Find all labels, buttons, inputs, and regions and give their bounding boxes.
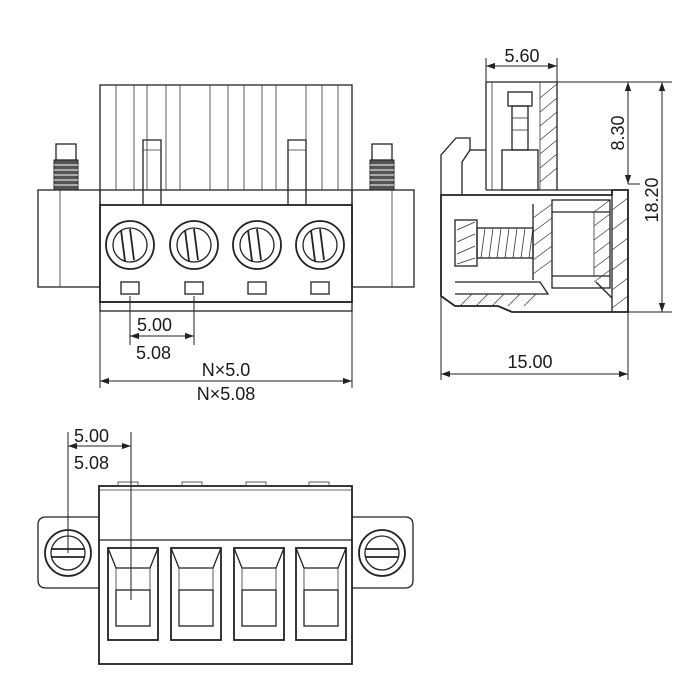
side-total-height-dim: 18.20 [642, 177, 662, 222]
bottom-view: 5.00 5.08 [37, 426, 414, 665]
bottom-pitch-dim-a: 5.00 [74, 426, 109, 446]
front-pitch-dim-b: 5.08 [136, 343, 171, 363]
side-depth-dim: 15.00 [507, 352, 552, 372]
bottom-pitch-dim-b: 5.08 [74, 453, 109, 473]
front-total-dim-b: N×5.08 [197, 384, 256, 404]
side-top-width-dim: 5.60 [504, 46, 539, 66]
terminal-screw-icon [105, 220, 345, 270]
wire-opening-icon [107, 547, 347, 641]
flange-screw-icon [53, 143, 395, 191]
side-view: 5.60 8.30 18.20 15.00 [440, 46, 672, 380]
front-total-dim-a: N×5.0 [202, 360, 251, 380]
front-view: 5.00 5.08 N×5.0 N×5.08 [37, 84, 415, 404]
side-upper-height-dim: 8.30 [608, 115, 628, 150]
front-pitch-dim-a: 5.00 [137, 315, 172, 335]
